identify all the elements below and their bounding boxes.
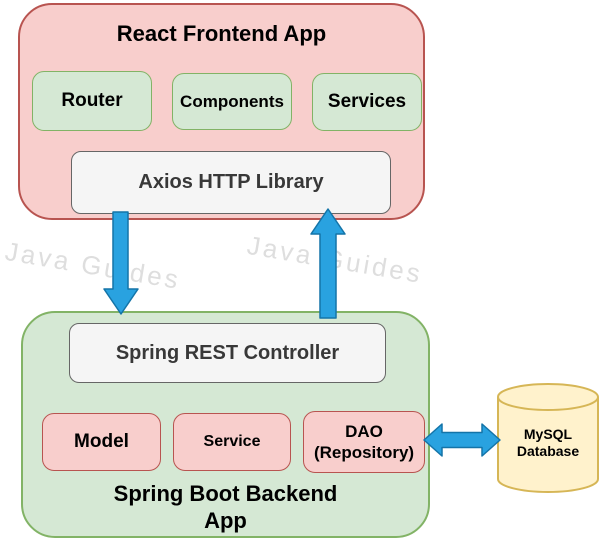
model-node: Model (42, 413, 161, 471)
watermark-text: Java Guides (3, 236, 184, 295)
backend-container: Spring REST Controller Model Service DAO… (21, 311, 430, 538)
router-node: Router (32, 71, 152, 131)
dao-repository-node: DAO (Repository) (303, 411, 425, 473)
spring-rest-controller-node: Spring REST Controller (69, 323, 386, 383)
database-double-arrow-icon (423, 423, 501, 457)
watermark-text: Java Guides (245, 230, 426, 289)
database-label: MySQL Database (516, 426, 580, 459)
frontend-title: React Frontend App (116, 21, 327, 46)
services-node: Services (312, 73, 422, 131)
backend-title: Spring Boot Backend App (113, 481, 338, 533)
components-node: Components (172, 73, 292, 130)
frontend-container: React Frontend App Router Components Ser… (18, 3, 425, 220)
service-node: Service (173, 413, 291, 471)
database-cylinder-icon (497, 383, 599, 493)
axios-http-library-node: Axios HTTP Library (71, 151, 391, 214)
